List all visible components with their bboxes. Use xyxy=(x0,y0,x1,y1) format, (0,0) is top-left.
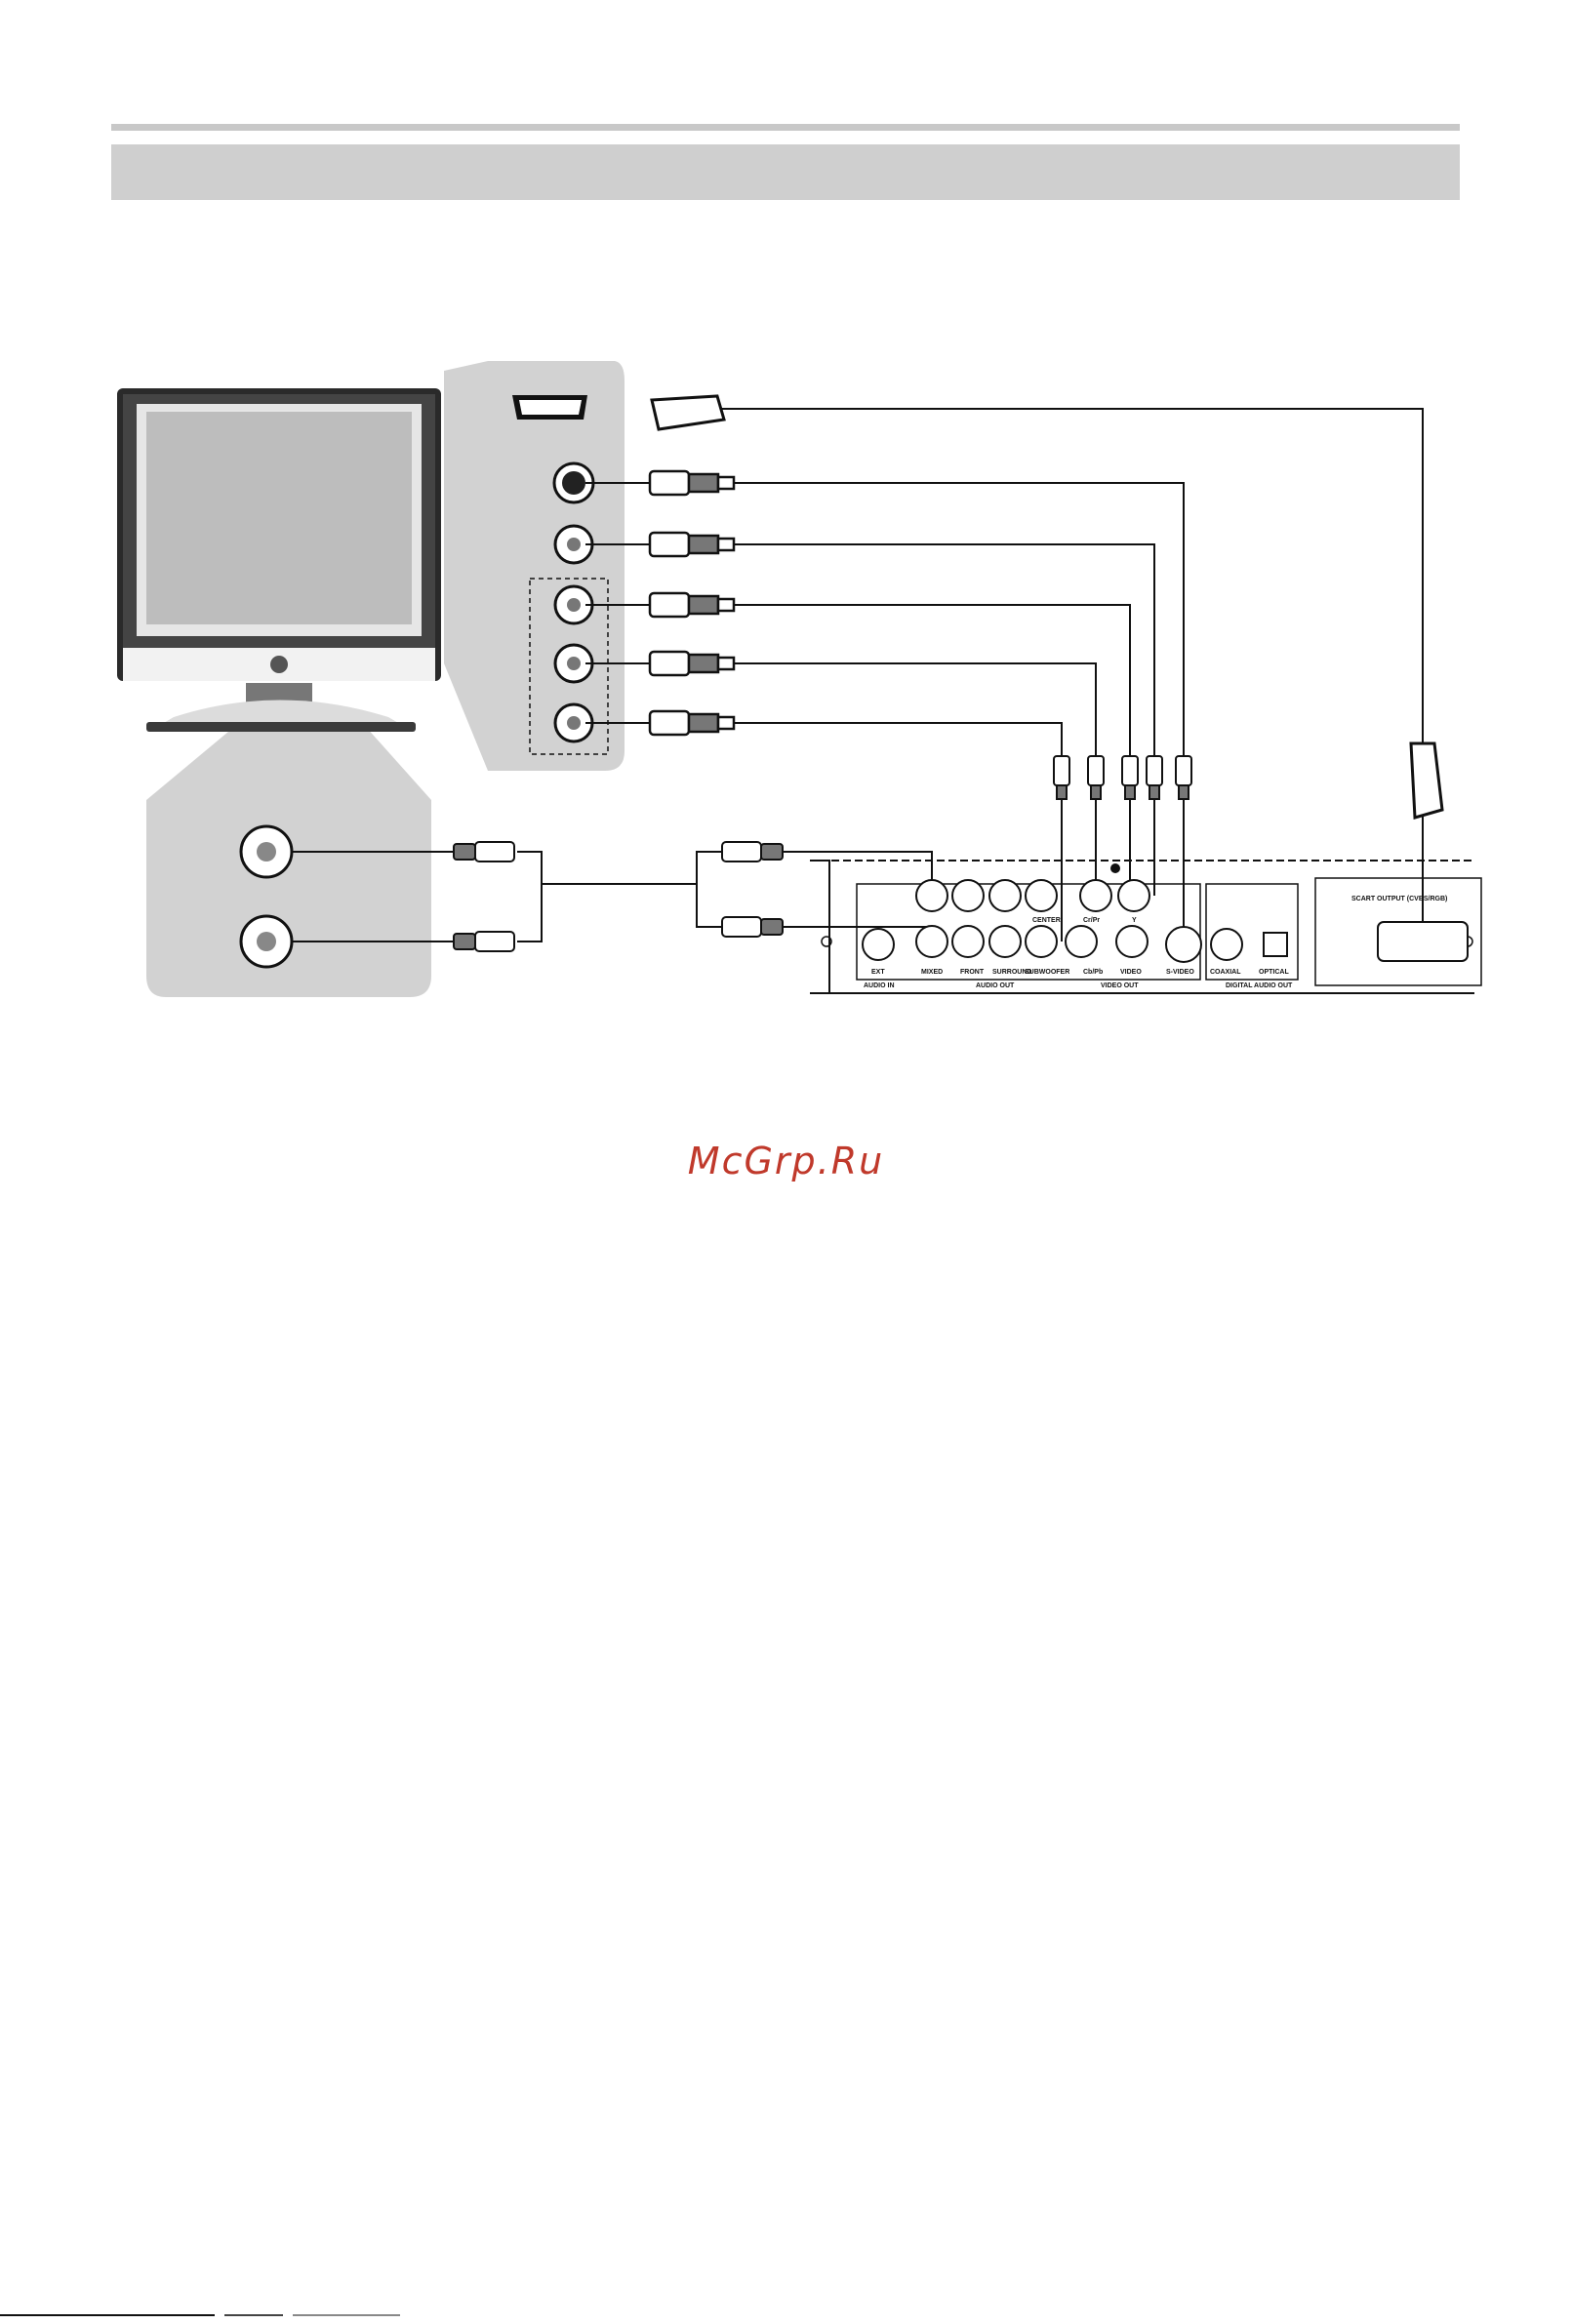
svg-text:Cb/Pb: Cb/Pb xyxy=(1083,969,1103,976)
svg-text:CENTER: CENTER xyxy=(1032,917,1061,924)
svg-text:MIXED: MIXED xyxy=(921,969,943,976)
scart-cable xyxy=(722,409,1423,743)
rca-plug xyxy=(650,471,734,735)
scart-plug xyxy=(652,396,724,429)
footer-marks xyxy=(0,2314,410,2324)
svg-text:AUDIO OUT: AUDIO OUT xyxy=(976,982,1015,989)
svg-text:SUBWOOFER: SUBWOOFER xyxy=(1025,969,1069,976)
svg-text:FRONT: FRONT xyxy=(960,969,985,976)
svg-text:SCART OUTPUT (CVBS/RGB): SCART OUTPUT (CVBS/RGB) xyxy=(1351,896,1447,902)
svg-text:COAXIAL: COAXIAL xyxy=(1210,969,1241,976)
watermark: McGrp.Ru xyxy=(0,1140,1572,1182)
tv-audio-jack-right xyxy=(241,916,292,967)
svg-text:AUDIO IN: AUDIO IN xyxy=(864,982,895,989)
svg-text:VIDEO: VIDEO xyxy=(1120,969,1142,976)
tv-video-inputs-panel xyxy=(444,361,625,771)
svg-text:OPTICAL: OPTICAL xyxy=(1259,969,1289,976)
tv-scart-socket xyxy=(512,395,587,420)
tv-audio-jack-left xyxy=(241,826,292,877)
svg-text:Cr/Pr: Cr/Pr xyxy=(1083,917,1100,924)
svg-text:S-VIDEO: S-VIDEO xyxy=(1166,969,1194,976)
connection-diagram: EXT MIXED FRONT SURROUND SUBWOOFER CENTE… xyxy=(0,0,1572,1024)
svg-text:Y: Y xyxy=(1132,917,1137,924)
tv-icon xyxy=(117,388,441,732)
scart-plug-vertical xyxy=(1411,743,1442,818)
svg-text:DIGITAL AUDIO OUT: DIGITAL AUDIO OUT xyxy=(1226,982,1293,989)
svg-text:VIDEO OUT: VIDEO OUT xyxy=(1101,982,1139,989)
svg-text:EXT: EXT xyxy=(871,969,885,976)
